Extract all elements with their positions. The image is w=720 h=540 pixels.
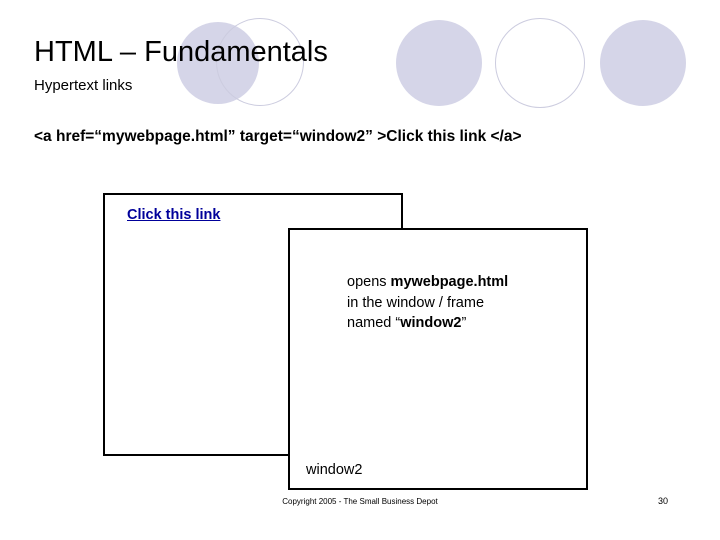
- page-title: HTML – Fundamentals: [34, 36, 328, 68]
- note-line-3-prefix: named “: [347, 315, 401, 331]
- note-line-3: named “window2”: [347, 315, 466, 331]
- note-line-1: opens mywebpage.html: [347, 274, 508, 290]
- hyperlink-click-this-link[interactable]: Click this link: [127, 207, 221, 223]
- circle-filled-3: [600, 20, 686, 106]
- circle-outline-2: [495, 18, 585, 108]
- note-line-1-prefix: opens: [347, 274, 391, 290]
- circle-filled-2: [396, 20, 482, 106]
- browser-window-target: opens mywebpage.html in the window / fra…: [288, 228, 588, 490]
- code-sample-anchor-tag: <a href=“mywebpage.html” target=“window2…: [34, 128, 522, 145]
- note-line-3-bold: window2: [400, 315, 462, 331]
- footer-page-number: 30: [658, 496, 669, 506]
- note-line-3-suffix: ”: [461, 315, 467, 331]
- note-line-2: in the window / frame: [347, 294, 485, 311]
- target-window-note: opens mywebpage.html in the window / fra…: [347, 272, 508, 334]
- footer-copyright: Copyright 2005 - The Small Business Depo…: [282, 497, 438, 506]
- note-line-1-bold: mywebpage.html: [390, 274, 509, 290]
- target-window-name-label: window2: [306, 462, 363, 478]
- page-subtitle: Hypertext links: [34, 77, 133, 94]
